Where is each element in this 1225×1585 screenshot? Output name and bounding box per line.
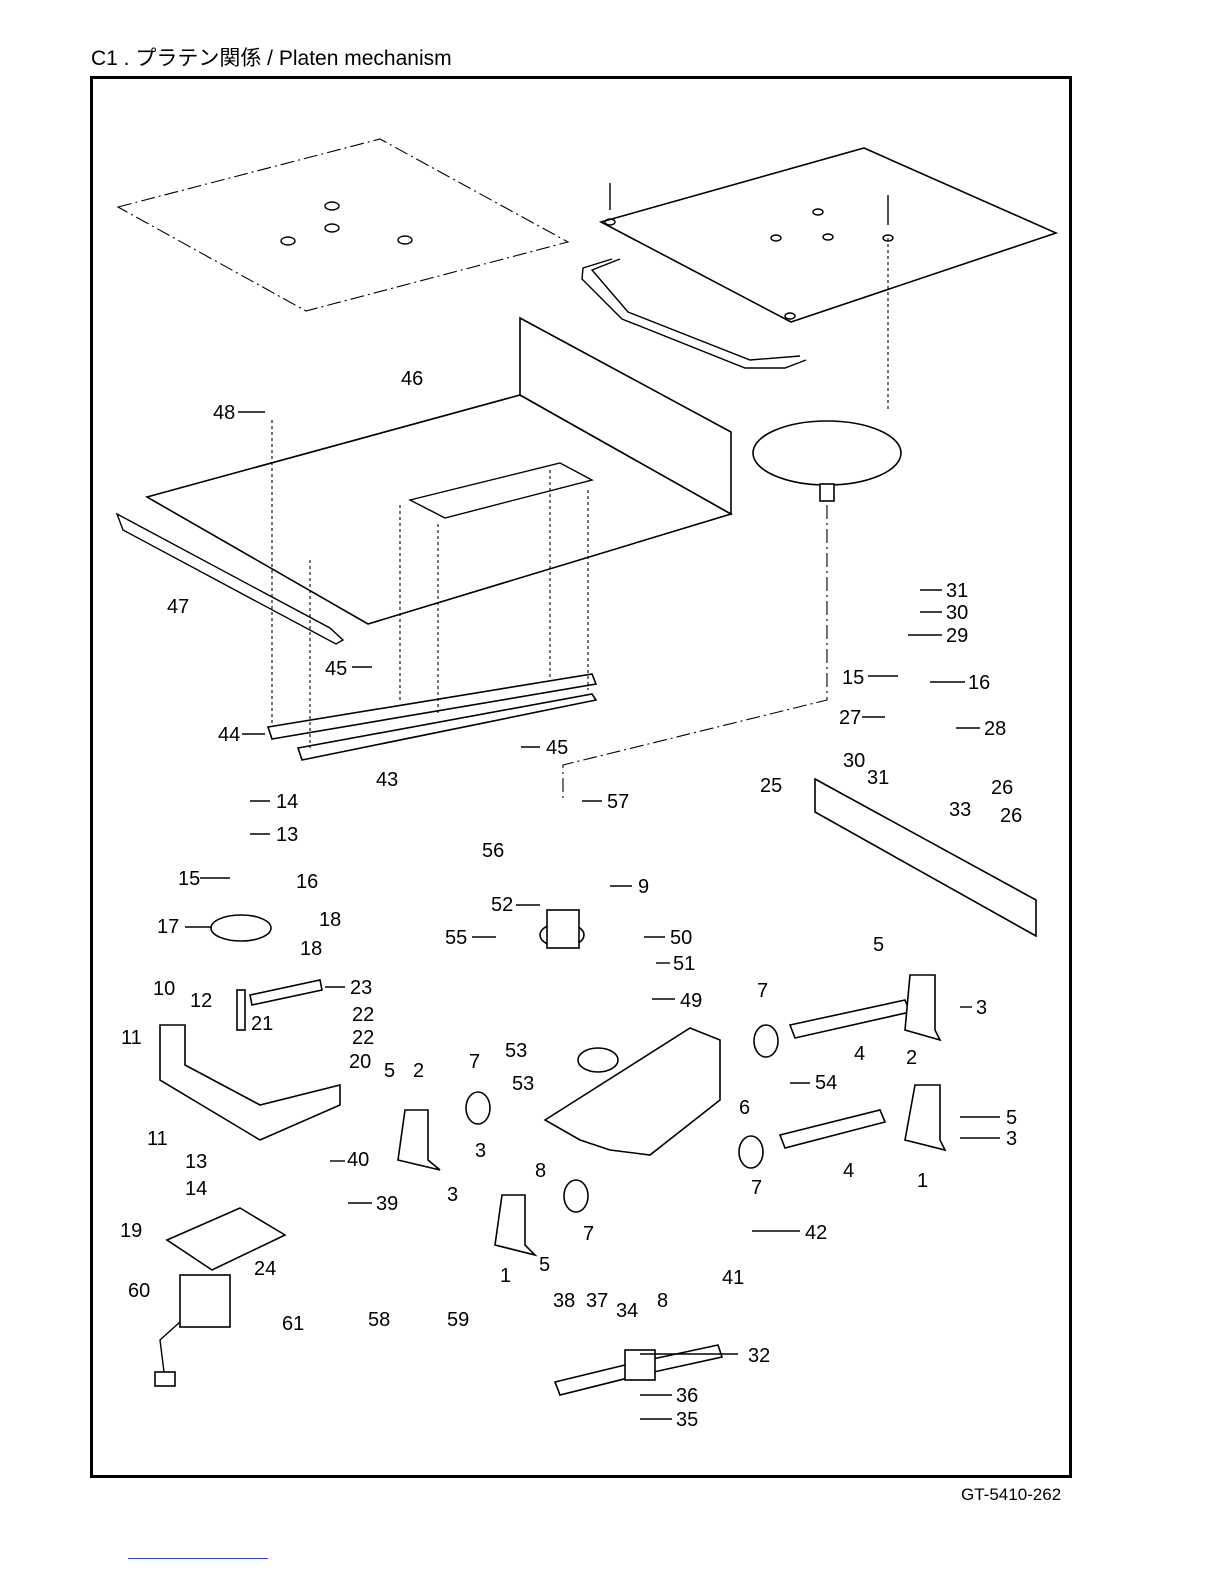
callout-8: 8 [535, 1160, 546, 1182]
callout-54: 54 [815, 1072, 837, 1094]
platen-sheet-left [118, 139, 568, 311]
callout-3d: 3 [447, 1184, 458, 1206]
bracket-25 [815, 779, 1036, 936]
callout-11: 11 [121, 1027, 142, 1049]
callout-45: 45 [325, 658, 347, 680]
callout-58: 58 [368, 1309, 390, 1331]
callout-2b: 2 [906, 1047, 917, 1069]
callout-37: 37 [586, 1290, 608, 1312]
carriage-6 [540, 910, 720, 1155]
callout-44: 44 [218, 724, 240, 746]
callout-32: 32 [748, 1345, 770, 1367]
figure-code: GT-5410-262 [961, 1485, 1061, 1505]
callout-57: 57 [607, 791, 629, 813]
callout-30b: 30 [843, 750, 865, 772]
callout-5: 5 [384, 1060, 395, 1082]
callout-24: 24 [254, 1258, 276, 1280]
callout-1b: 1 [500, 1265, 511, 1287]
callout-53: 53 [505, 1040, 527, 1062]
callout-31: 31 [946, 580, 968, 602]
callout-40: 40 [347, 1149, 369, 1171]
callout-13: 13 [276, 824, 298, 846]
callout-1: 1 [917, 1170, 928, 1192]
callout-16: 16 [968, 672, 990, 694]
callout-5d: 5 [539, 1254, 550, 1276]
callout-4b: 4 [843, 1160, 854, 1182]
callout-46: 46 [401, 368, 423, 390]
callout-45b: 45 [546, 737, 568, 759]
callout-51: 51 [673, 953, 695, 975]
callout-2: 2 [413, 1060, 424, 1082]
callout-41: 41 [722, 1267, 744, 1289]
callout-6: 6 [739, 1097, 750, 1119]
callout-36: 36 [676, 1385, 698, 1407]
callout-55: 55 [445, 927, 467, 949]
callout-23: 23 [350, 977, 372, 999]
callout-20: 20 [349, 1051, 371, 1073]
callout-7d: 7 [583, 1223, 594, 1245]
callout-15b: 15 [178, 868, 200, 890]
callout-28: 28 [984, 718, 1006, 740]
callout-43: 43 [376, 769, 398, 791]
platen-plate-right [582, 148, 1056, 410]
callout-4: 4 [854, 1043, 865, 1065]
callout-60: 60 [128, 1280, 150, 1302]
callout-5c: 5 [1006, 1107, 1017, 1129]
callout-22b: 22 [352, 1027, 374, 1049]
callout-48: 48 [213, 402, 235, 424]
callout-10: 10 [153, 978, 175, 1000]
callout-49: 49 [680, 990, 702, 1012]
callout-47: 47 [167, 596, 189, 618]
callout-14: 14 [276, 791, 298, 813]
callout-21: 21 [251, 1013, 273, 1035]
callout-61: 61 [282, 1313, 304, 1335]
callout-7b: 7 [757, 980, 768, 1002]
callout-59: 59 [447, 1309, 469, 1331]
callout-25: 25 [760, 775, 782, 797]
callout-8b: 8 [657, 1290, 668, 1312]
callout-15: 15 [842, 667, 864, 689]
callout-26: 26 [991, 777, 1013, 799]
callout-35: 35 [676, 1409, 698, 1431]
callout-12: 12 [190, 990, 212, 1012]
footer-link-line [128, 1558, 268, 1559]
callout-31b: 31 [867, 767, 889, 789]
callout-7c: 7 [751, 1177, 762, 1199]
callout-26b: 26 [1000, 805, 1022, 827]
callout-50: 50 [670, 927, 692, 949]
callout-38: 38 [553, 1290, 575, 1312]
callout-19: 19 [120, 1220, 142, 1242]
callout-33: 33 [949, 799, 971, 821]
callout-53b: 53 [512, 1073, 534, 1095]
callout-18b: 18 [300, 938, 322, 960]
callout-17: 17 [157, 916, 179, 938]
callout-29: 29 [946, 625, 968, 647]
belt-23 [250, 980, 322, 1005]
callout-39: 39 [376, 1193, 398, 1215]
callout-30: 30 [946, 602, 968, 624]
callout-27: 27 [839, 707, 861, 729]
callout-16b: 16 [296, 871, 318, 893]
callout-56: 56 [482, 840, 504, 862]
callout-42: 42 [805, 1222, 827, 1244]
callout-34: 34 [616, 1300, 638, 1322]
callout-14b: 14 [185, 1178, 207, 1200]
callout-13b: 13 [185, 1151, 207, 1173]
callout-5b: 5 [873, 934, 884, 956]
callout-3c: 3 [1006, 1128, 1017, 1150]
callout-22: 22 [352, 1004, 374, 1026]
callout-11b: 11 [147, 1128, 168, 1150]
callout-7: 7 [469, 1051, 480, 1073]
callout-52: 52 [491, 894, 513, 916]
callout-3: 3 [976, 997, 987, 1019]
callout-9: 9 [638, 876, 649, 898]
tray-46 [117, 318, 731, 760]
callout-18: 18 [319, 909, 341, 931]
motor-60 [155, 1208, 285, 1386]
callout-3b: 3 [475, 1140, 486, 1162]
